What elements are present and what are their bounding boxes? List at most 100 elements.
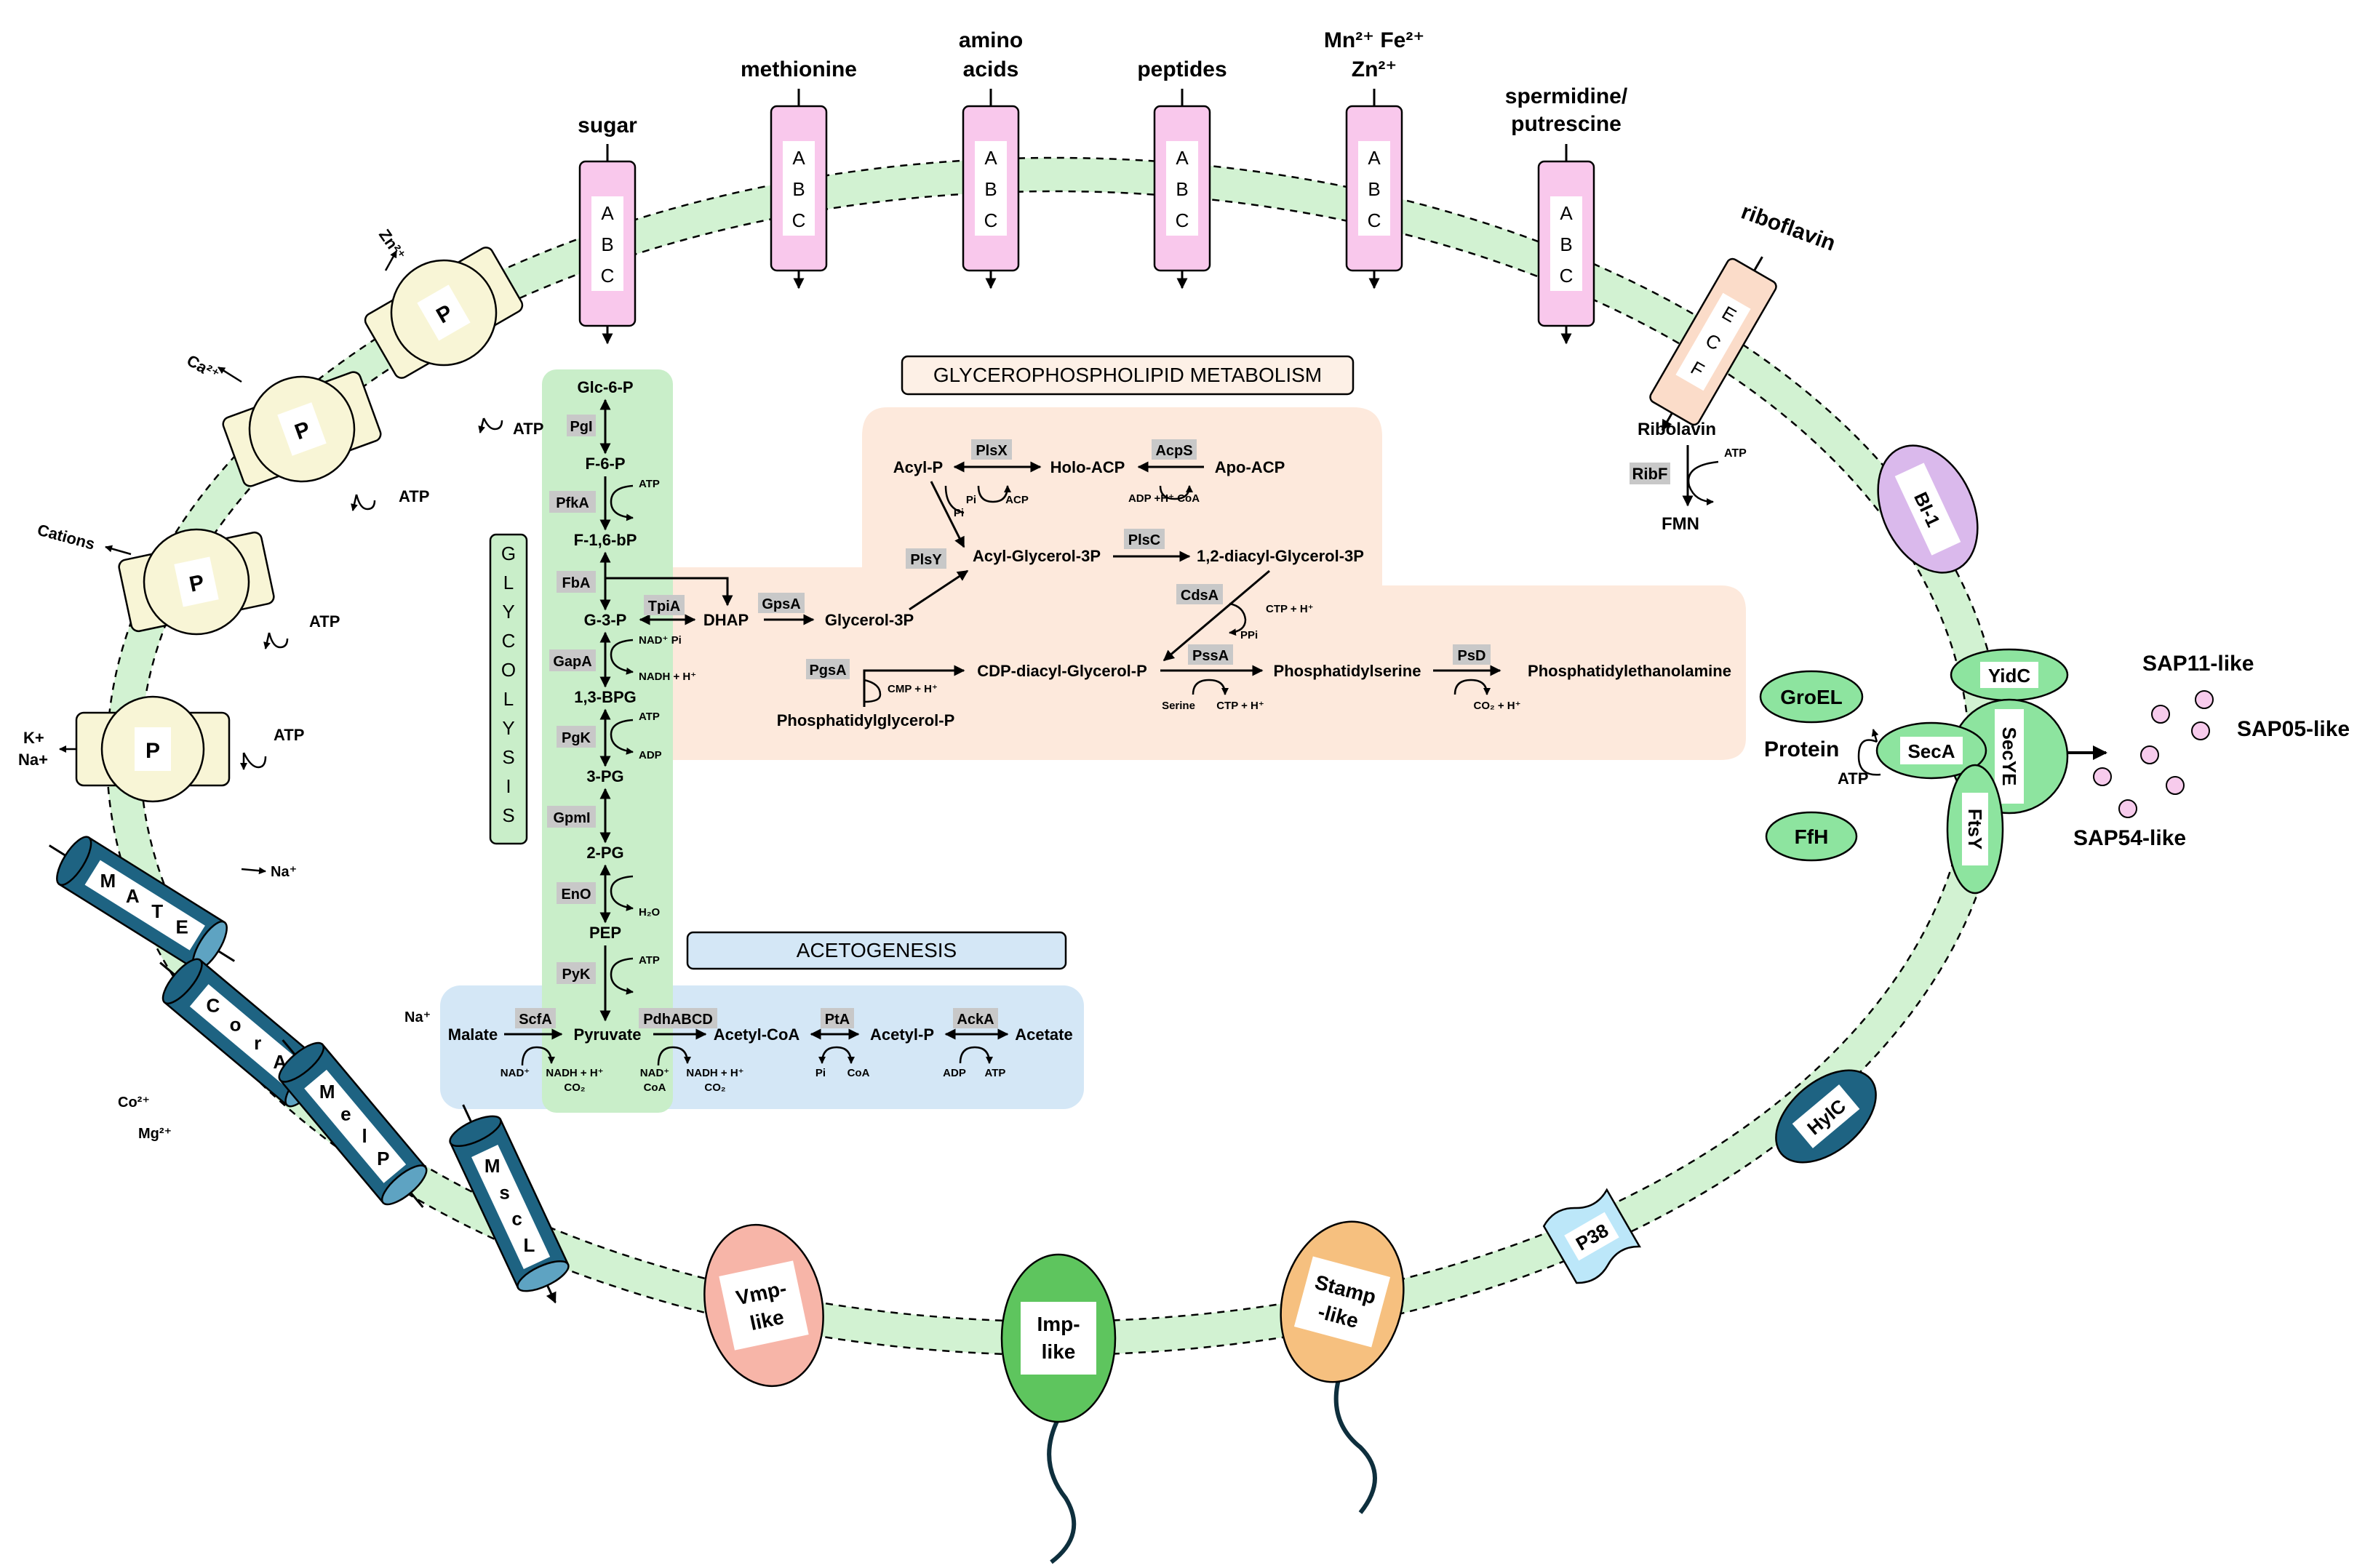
channel-labels: Na⁺ Co²⁺ Mg²⁺ Na⁺ [118, 864, 431, 1142]
svg-text:A: A [1560, 202, 1573, 224]
substrate-metals-label: Mn²⁺ Fe²⁺ [1324, 28, 1424, 52]
svg-text:PPi: PPi [1240, 629, 1258, 641]
abc-transporter-sugar: A B C sugar [578, 113, 637, 345]
enzyme-pgsa: PgsA [809, 663, 846, 679]
svg-text:like: like [1042, 1340, 1076, 1363]
substrate-amino-label: amino [959, 28, 1023, 52]
svg-text:YidC: YidC [1988, 665, 2030, 687]
p-type-pump-calcium: P [222, 371, 382, 487]
glycolysis-letter: Y [502, 717, 514, 739]
svg-text:A: A [1176, 147, 1189, 169]
svg-text:Ribolavin: Ribolavin [1638, 420, 1716, 439]
svg-text:L: L [524, 1234, 535, 1256]
svg-text:Cations: Cations [36, 521, 97, 553]
svg-text:C: C [984, 209, 998, 231]
abc-transporter-metals: A B C Mn²⁺ Fe²⁺ Zn²⁺ [1324, 28, 1424, 289]
svg-text:Na+: Na+ [18, 751, 48, 769]
enzyme-tpia: TpiA [648, 599, 680, 615]
svg-text:FfH: FfH [1795, 825, 1829, 848]
metabolite-diacyl-glycerol-3p: 1,2-diacyl-Glycerol-3P [1197, 547, 1364, 565]
metabolite-dhap: DHAP [703, 611, 749, 629]
svg-text:r: r [254, 1032, 261, 1054]
enzyme-pta: PtA [825, 1012, 850, 1028]
substrate-methionine-label: methionine [741, 57, 857, 81]
metabolite-acetyl-coa: Acetyl-CoA [714, 1025, 800, 1044]
metabolite-pyruvate: Pyruvate [574, 1025, 642, 1044]
glycolysis-letter: G [501, 543, 516, 564]
svg-text:FMN: FMN [1662, 514, 1699, 534]
svg-text:ATP: ATP [274, 726, 304, 744]
metabolite-glycerol-3p: Glycerol-3P [825, 611, 914, 629]
svg-text:P: P [145, 739, 160, 763]
metabolite-acyl-glycerol-3p: Acyl-Glycerol-3P [973, 547, 1101, 565]
svg-text:Pi: Pi [954, 507, 964, 519]
substrate-acids-label: acids [963, 57, 1019, 81]
metabolite-holo-acp: Holo-ACP [1050, 458, 1125, 476]
abc-transporter-amino-acids: A B C amino acids [959, 28, 1023, 289]
svg-text:C: C [601, 265, 615, 287]
svg-text:NADH + H⁺: NADH + H⁺ [546, 1067, 603, 1079]
enzyme-pyk: PyK [562, 967, 591, 983]
svg-text:ATP: ATP [1838, 769, 1868, 788]
abc-transporter-methionine: A B C methionine [741, 57, 857, 289]
metabolite-phosphatidylglycerol-p: Phosphatidylglycerol-P [777, 711, 955, 729]
substrate-zinc-label: Zn²⁺ [1352, 57, 1397, 81]
svg-text:SecA: SecA [1907, 740, 1955, 762]
enzyme-fba: FbA [562, 575, 591, 591]
svg-text:NAD⁺: NAD⁺ [500, 1067, 530, 1079]
glycolysis-letter: L [503, 572, 514, 593]
svg-text:B: B [601, 233, 613, 255]
svg-text:RibF: RibF [1632, 465, 1668, 483]
svg-text:Pi: Pi [815, 1067, 826, 1079]
glycolysis-pathway: Glc-6-P F-6-P F-1,6-bP G-3-P 1,3-BPG 3-P… [547, 378, 749, 1022]
abc-transporter-spermidine: A B C spermidine/ putrescine [1505, 84, 1628, 345]
glycolysis-title: G L Y C O L Y S I S [489, 533, 528, 845]
enzyme-eno: EnO [561, 887, 591, 903]
glycolysis-letter: O [501, 659, 516, 681]
svg-text:Pi: Pi [966, 494, 976, 506]
metabolite-pep: PEP [589, 924, 621, 942]
metabolite-acetyl-p: Acetyl-P [870, 1025, 934, 1044]
stamp-like-protein: Stamp -like [1280, 1220, 1405, 1514]
glycolysis-letter: L [503, 688, 514, 710]
svg-text:ATP: ATP [639, 711, 660, 723]
glycolysis-letter: S [502, 746, 514, 768]
svg-text:Protein: Protein [1764, 737, 1839, 761]
svg-text:e: e [340, 1103, 351, 1125]
metabolite-apo-acp: Apo-ACP [1215, 458, 1285, 476]
substrate-spermidine-label: spermidine/ [1505, 84, 1628, 108]
p-type-pump-k-na: P [75, 695, 231, 803]
svg-text:E: E [175, 916, 188, 937]
bi1-protein: BI-1 [1877, 444, 1979, 574]
svg-text:C: C [1176, 209, 1189, 231]
svg-text:P: P [377, 1148, 389, 1169]
svg-text:CO₂: CO₂ [564, 1081, 585, 1094]
metabolite-glc6p: Glc-6-P [577, 378, 633, 396]
svg-text:CTP + H⁺: CTP + H⁺ [1266, 603, 1314, 615]
enzyme-acka: AckA [957, 1012, 994, 1028]
metabolite-13bpg: 1,3-BPG [574, 688, 637, 706]
svg-text:T: T [151, 900, 163, 922]
svg-text:B: B [984, 178, 997, 200]
svg-text:A: A [601, 202, 614, 224]
svg-text:ATP: ATP [309, 612, 340, 631]
svg-text:ADP: ADP [639, 749, 662, 761]
substrate-putrescine-label: putrescine [1511, 112, 1622, 136]
svg-text:K+: K+ [23, 729, 44, 747]
svg-text:M: M [319, 1081, 335, 1103]
enzyme-gpmi: GpmI [553, 810, 590, 826]
metabolite-g3p: G-3-P [584, 611, 627, 629]
svg-text:CO₂: CO₂ [704, 1081, 725, 1094]
svg-text:FtsY: FtsY [1964, 809, 1986, 849]
svg-text:A: A [984, 147, 997, 169]
metabolite-phosphatidylserine: Phosphatidylserine [1274, 662, 1421, 680]
svg-text:C: C [792, 209, 806, 231]
glycolysis-letter: Y [502, 601, 514, 623]
metabolite-phosphatidylethanolamine: Phosphatidylethanolamine [1528, 662, 1731, 680]
svg-text:CO₂ + H⁺: CO₂ + H⁺ [1473, 700, 1520, 712]
svg-text:Ca²⁺: Ca²⁺ [184, 351, 223, 384]
enzyme-scfa: ScfA [519, 1012, 552, 1028]
metabolite-cdp-dag: CDP-diacyl-Glycerol-P [977, 662, 1147, 680]
hylc-protein: HylC [1775, 1069, 1877, 1164]
